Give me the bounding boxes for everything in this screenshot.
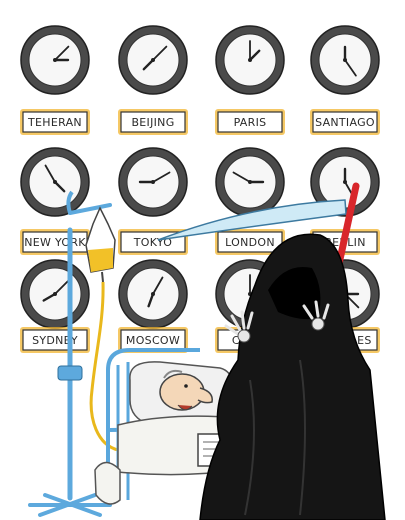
reaper-hood <box>268 266 321 320</box>
clock-new-york: NEW YORK <box>20 147 90 255</box>
scythe-blade <box>157 199 347 241</box>
bed-headboard-frame <box>106 348 200 505</box>
reaper-right-hand <box>302 300 330 331</box>
city-label-plate <box>217 111 283 133</box>
clock-minute-hand <box>44 164 56 183</box>
city-label-plate <box>312 111 378 133</box>
clock-hour-hand <box>147 292 155 308</box>
clock-sydney: SYDNEY <box>20 259 90 353</box>
iv-bag <box>85 206 119 452</box>
patient-eye <box>184 384 188 388</box>
iv-clamp <box>57 365 83 381</box>
iv-tube <box>89 281 119 452</box>
iv-hook-arm <box>68 203 112 215</box>
clock-pivot <box>343 180 347 184</box>
iv-hook <box>66 190 74 214</box>
clock-minute-hand <box>344 59 357 77</box>
clock-beijing: BEIJING <box>118 25 188 135</box>
clock-santiago: SANTIAGO <box>310 25 380 135</box>
clock-hour-hand <box>42 292 57 302</box>
clock-minute-hand <box>54 279 70 295</box>
clock-london: LONDON <box>215 147 285 255</box>
blanket-drape <box>94 461 121 505</box>
clock-hour-hand <box>53 180 66 193</box>
robe-fold-2 <box>244 379 255 516</box>
reaper-right-fingers <box>302 300 330 320</box>
city-label-plate <box>120 111 186 133</box>
clock-pivot <box>53 180 57 184</box>
clock-moscow: MOSCOW <box>118 259 188 353</box>
reaper-left-fingers <box>224 310 254 336</box>
clock-pivot <box>248 58 252 62</box>
clock-paris: PARIS <box>215 25 285 135</box>
patient-head <box>159 373 205 411</box>
patient-hair <box>163 369 183 379</box>
clock-minute-hand <box>232 171 251 183</box>
clock-teheran: TEHERAN <box>20 25 90 135</box>
grim-reaper <box>157 182 386 520</box>
city-label: PARIS <box>234 116 267 129</box>
city-label: LONDON <box>225 236 275 249</box>
reaper-left-palm <box>237 329 251 343</box>
clock-minute-hand <box>152 171 171 183</box>
clock-minute-hand <box>54 45 70 61</box>
clock-tokyo: TOKYO <box>118 147 188 255</box>
city-label: SYDNEY <box>32 334 78 347</box>
hospital-bed <box>94 348 246 505</box>
clock-pivot <box>248 180 252 184</box>
patient-nose <box>197 387 213 404</box>
city-label: MOSCOW <box>126 334 180 347</box>
clock-pivot <box>53 58 57 62</box>
clock-hour-hand <box>248 49 261 62</box>
city-label: NEW YORK <box>24 236 86 249</box>
city-label-plate <box>217 231 283 253</box>
clock-hour-hand <box>142 58 155 71</box>
robe-fold-1 <box>299 359 306 516</box>
city-label-plate <box>22 111 88 133</box>
clock-berlin: BERLIN <box>310 147 380 255</box>
clock-pivot <box>151 58 155 62</box>
iv-base <box>28 493 112 517</box>
iv-fluid <box>88 248 113 272</box>
reaper-left-hand <box>224 310 254 343</box>
city-label: SANTIAGO <box>315 116 375 129</box>
iv-stand <box>28 190 112 517</box>
patient-mouth <box>177 404 193 411</box>
clock-pivot <box>53 292 57 296</box>
iv-drip-chamber <box>101 271 104 283</box>
clock-pivot <box>151 292 155 296</box>
clock-minute-hand <box>152 276 164 295</box>
clock-pivot <box>151 180 155 184</box>
reaper-right-palm <box>311 317 325 331</box>
city-label: TEHERAN <box>27 116 82 129</box>
clock-pivot <box>343 58 347 62</box>
city-label: BEIJING <box>131 116 174 129</box>
reaper-robe <box>199 233 386 520</box>
clock-minute-hand <box>152 45 168 61</box>
